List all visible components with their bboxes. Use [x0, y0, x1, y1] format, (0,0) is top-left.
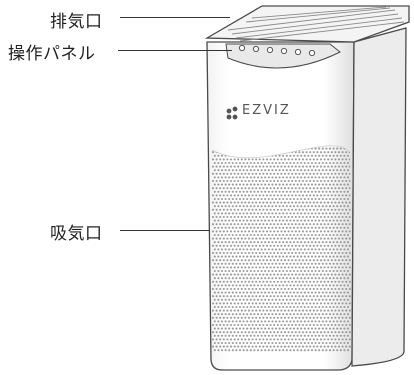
ezviz-logo-icon [226, 106, 238, 120]
control-panel-leader-line [118, 50, 232, 51]
exhaust-grille-slats [227, 6, 405, 42]
intake-mesh-edge [211, 145, 351, 159]
exhaust-grille [204, 5, 410, 43]
control-panel-label: 操作パネル [8, 44, 96, 64]
intake-label: 吸気口 [50, 224, 103, 244]
exhaust-leader-line [120, 17, 230, 18]
brand-name: EZVIZ [242, 103, 291, 118]
intake-leader-line [120, 230, 210, 231]
purifier-side-panel [351, 27, 407, 367]
control-panel-buttons [238, 44, 316, 57]
exhaust-label: 排気口 [50, 12, 103, 32]
